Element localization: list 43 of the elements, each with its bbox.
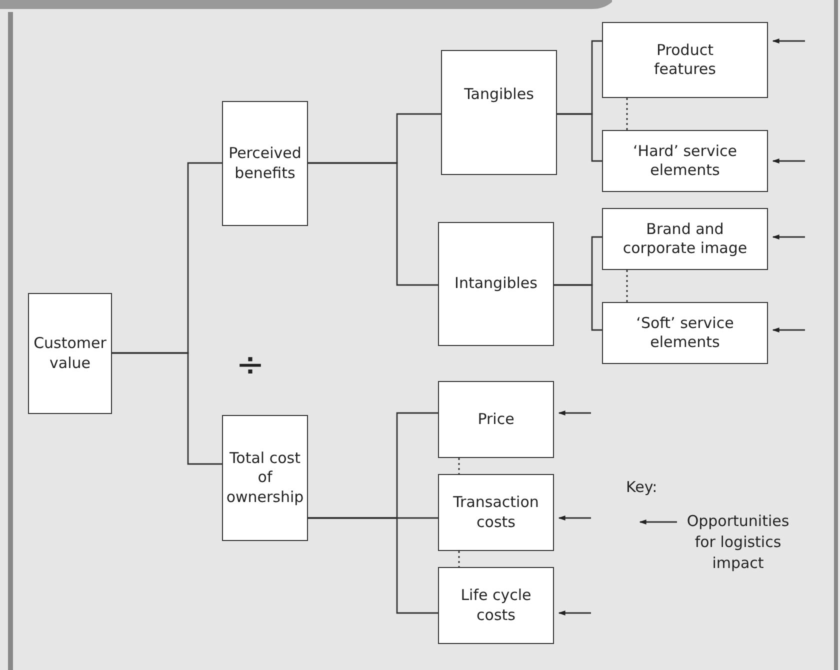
connector-line [112, 352, 222, 465]
node-label: Product features [653, 40, 717, 80]
text-box [438, 474, 554, 551]
division-sign: ÷ [236, 348, 264, 382]
node-label: Perceived benefits [228, 144, 302, 183]
arrow [772, 328, 805, 332]
text-box [222, 415, 308, 541]
dotted-connector [626, 98, 628, 130]
text-box [602, 22, 768, 98]
node-label: Customer value [32, 334, 108, 373]
text-box [441, 50, 557, 175]
text-box [602, 130, 768, 192]
arrow [558, 410, 591, 416]
arrow [772, 234, 805, 240]
text-box [222, 101, 308, 226]
arrow [558, 610, 591, 616]
connector-line [557, 113, 602, 162]
text-box [438, 567, 554, 644]
text-box [28, 293, 112, 414]
dotted-connector [458, 458, 460, 474]
node-label: Total cost of ownership [226, 448, 304, 508]
node-label: Life cycle costs [460, 586, 532, 625]
arrow [772, 38, 805, 44]
arrow [558, 516, 591, 520]
connector-line [308, 517, 438, 614]
dotted-connector [626, 270, 628, 302]
text-box [438, 381, 554, 458]
node-label: Price [478, 410, 514, 430]
node-label: Tangibles [464, 84, 534, 104]
text-box [602, 208, 768, 270]
connector-line [554, 284, 602, 331]
node-label: ‘Soft’ service elements [635, 314, 735, 352]
connector-line [308, 162, 438, 286]
node-label: ‘Hard’ service elements [632, 142, 738, 180]
node-label: Intangibles [454, 274, 538, 294]
legend-label: Opportunities for logistics impact [686, 511, 790, 574]
key-heading: Key: [626, 480, 658, 495]
arrow [772, 158, 805, 164]
node-label: Brand and corporate image [622, 220, 748, 258]
dotted-connector [458, 551, 460, 567]
node-label: Transaction costs [452, 493, 540, 532]
text-box [438, 222, 554, 346]
text-box [602, 302, 768, 364]
